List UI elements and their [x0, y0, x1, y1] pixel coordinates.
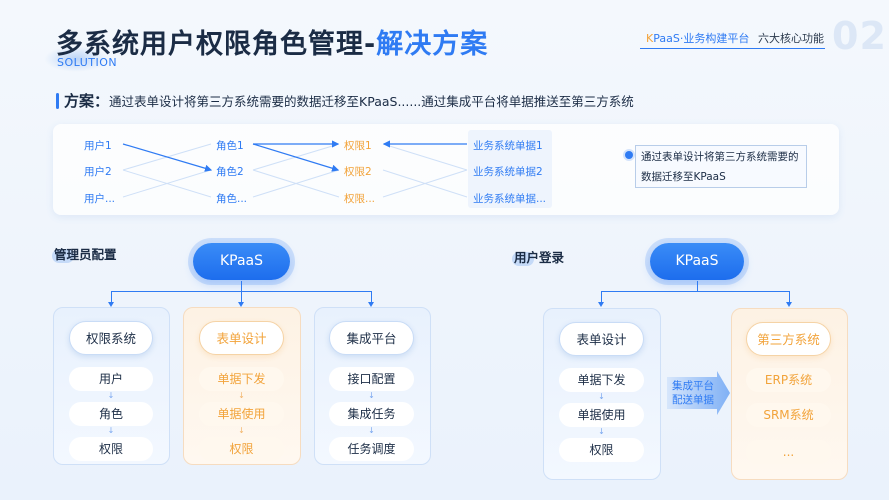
- admin-col1-item1: 用户: [69, 367, 153, 391]
- brand-k: K: [646, 32, 654, 45]
- flow-role-3: 角色...: [216, 193, 248, 205]
- flow-perm-2: 权限2: [344, 166, 372, 178]
- admin-col2-item1: 单据下发: [199, 367, 284, 391]
- login-col2-item2: SRM系统: [746, 403, 831, 427]
- flow-perm-3: 权限...: [344, 193, 376, 205]
- admin-branch-2: [241, 291, 242, 303]
- integration-arrow-icon: [667, 371, 730, 415]
- admin-col1-arrow2-icon: ↓: [107, 426, 115, 435]
- biz-doc-box: [468, 130, 552, 208]
- flow-perm-1: 权限1: [344, 140, 372, 152]
- login-col2-item3: ...: [746, 440, 831, 464]
- flow-role-2: 角色2: [216, 166, 244, 178]
- admin-col3-head: 集成平台: [329, 321, 414, 355]
- admin-arrow-2-icon: [238, 302, 244, 307]
- login-col1-arrow2-icon: ↓: [598, 427, 605, 436]
- scheme-text: 通过表单设计将第三方系统需要的数据迁移至KPaaS......通过集成平台将单据…: [109, 94, 634, 109]
- login-root-connector: [697, 281, 698, 291]
- login-col1-item1: 单据下发: [559, 368, 644, 392]
- scheme-label: 方案：: [64, 92, 110, 110]
- login-arrow-2-icon: [786, 302, 792, 307]
- login-col1-head: 表单设计: [559, 322, 644, 356]
- mapping-note: 通过表单设计将第三方系统需要的数据迁移至KPaaS: [635, 145, 807, 188]
- mapping-lines: [122, 140, 468, 198]
- scheme-marker: [56, 93, 59, 109]
- note-dot-icon: [625, 151, 633, 159]
- login-kpaas-node: KPaaS: [650, 243, 744, 280]
- admin-col3-arrow2-icon: ↓: [368, 426, 375, 435]
- admin-col1-head: 权限系统: [69, 321, 153, 355]
- page-title: 多系统用户权限角色管理-解决方案: [56, 22, 488, 61]
- header-divider: [640, 48, 825, 49]
- admin-section-title: 管理员配置: [54, 247, 117, 262]
- arrow-label-2: 配送单据: [672, 394, 714, 406]
- admin-col2-head: 表单设计: [199, 321, 284, 355]
- admin-col1-arrow1-icon: ↓: [107, 391, 115, 400]
- subtitle-decoration: [44, 46, 108, 72]
- login-col1-item2: 单据使用: [559, 403, 644, 427]
- login-col1-item3: 权限: [559, 438, 644, 462]
- scheme-line: 方案：通过表单设计将第三方系统需要的数据迁移至KPaaS......通过集成平台…: [64, 90, 634, 111]
- title-main: 多系统用户权限角色管理-: [56, 29, 377, 60]
- admin-branch-1: [111, 291, 112, 303]
- section-number: 02: [832, 14, 887, 58]
- login-section-title: 用户登录: [514, 250, 565, 265]
- admin-col2-item2: 单据使用: [199, 402, 284, 426]
- admin-col3-item2: 集成任务: [329, 402, 414, 426]
- login-col2-item1: ERP系统: [746, 368, 831, 392]
- flow-biz-3: 业务系统单据...: [473, 193, 547, 205]
- admin-col3-arrow1-icon: ↓: [368, 391, 375, 400]
- login-branch-2: [789, 291, 790, 303]
- brand-label: KPaaS·业务构建平台: [646, 30, 749, 46]
- admin-col3-item1: 接口配置: [329, 367, 414, 391]
- admin-col2-arrow2-icon: ↓: [238, 426, 245, 435]
- title-highlight: 解决方案: [376, 29, 489, 60]
- login-arrow-1-icon: [598, 302, 604, 307]
- flow-user-1: 用户1: [84, 140, 112, 152]
- flow-user-2: 用户2: [84, 166, 112, 178]
- login-col2-head: 第三方系统: [746, 322, 831, 356]
- flow-biz-1: 业务系统单据1: [473, 140, 543, 152]
- login-col1-arrow1-icon: ↓: [598, 392, 605, 401]
- login-branch-1: [601, 291, 602, 303]
- admin-root-connector: [241, 281, 242, 291]
- admin-col2-arrow1-icon: ↓: [238, 391, 245, 400]
- admin-col3-item3: 任务调度: [329, 437, 414, 461]
- admin-col1-item2: 角色: [69, 402, 153, 426]
- page-subtitle: SOLUTION: [57, 56, 118, 69]
- flow-user-3: 用户...: [84, 193, 116, 205]
- admin-title-decoration: [52, 249, 74, 263]
- admin-branch-3: [371, 291, 372, 303]
- admin-kpaas-node: KPaaS: [193, 243, 290, 280]
- login-title-decoration: [512, 252, 534, 266]
- brand-rest: PaaS·业务构建平台: [653, 32, 750, 45]
- flow-biz-2: 业务系统单据2: [473, 166, 543, 178]
- admin-arrow-1-icon: [108, 302, 114, 307]
- function-label: 六大核心功能: [758, 32, 824, 45]
- flow-role-1: 角色1: [216, 140, 244, 152]
- arrow-label-1: 集成平台: [672, 380, 714, 392]
- admin-arrow-3-icon: [368, 302, 374, 307]
- admin-col1-item3: 权限: [69, 437, 153, 461]
- login-branch-line: [601, 291, 790, 292]
- admin-col2-item3: 权限: [199, 437, 284, 461]
